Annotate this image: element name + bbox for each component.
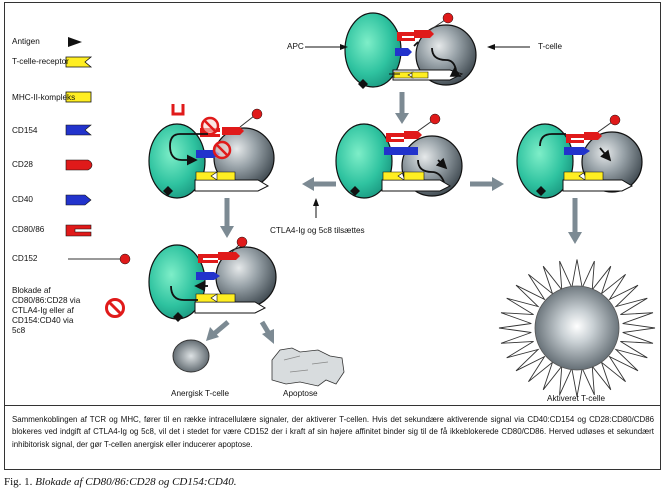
top-cell-pair bbox=[344, 12, 477, 89]
legend-antigen: Antigen bbox=[12, 37, 40, 46]
cd40-icon bbox=[65, 194, 92, 206]
legend-cd80: CD80/86 bbox=[12, 225, 45, 234]
antigen-icon bbox=[68, 37, 82, 47]
label-apc: APC bbox=[287, 42, 304, 51]
caption-divider bbox=[4, 405, 661, 406]
tcr-icon bbox=[65, 56, 93, 68]
label-anergic: Anergisk T-celle bbox=[171, 389, 230, 398]
legend-cd28: CD28 bbox=[12, 160, 33, 169]
cd80-icon bbox=[65, 224, 92, 237]
figure-number: Fig. 1. bbox=[4, 476, 33, 488]
label-apoptosis: Apoptose bbox=[283, 389, 318, 398]
cd28-icon bbox=[65, 159, 93, 171]
lower-left-cell-pair bbox=[148, 236, 277, 322]
legend-icons bbox=[65, 37, 131, 318]
cd152-icon bbox=[68, 253, 131, 265]
right-cell-pair bbox=[516, 114, 643, 199]
left-cell-pair bbox=[148, 104, 275, 199]
apc-cell bbox=[335, 123, 393, 199]
figure-description: Sammenkoblingen af TCR og MHC, fører til… bbox=[12, 415, 654, 449]
blockade-symbol bbox=[200, 116, 220, 136]
label-treatment: CTLA4-Ig og 5c8 tilsættes bbox=[270, 226, 365, 235]
cd154-icon bbox=[65, 124, 92, 136]
blockade-symbol bbox=[212, 140, 232, 160]
legend-blockade: Blokade af CD80/86:CD28 via CTLA4-Ig ell… bbox=[12, 286, 81, 335]
figure-caption: Fig. 1. Blokade af CD80/86:CD28 og CD154… bbox=[4, 476, 237, 488]
legend-tcr: T-celle-receptor bbox=[12, 57, 69, 66]
apoptosis-fragment bbox=[271, 347, 345, 387]
activated-tcell bbox=[498, 259, 656, 397]
middle-cell-pair bbox=[335, 113, 463, 199]
flow-arrows bbox=[206, 92, 582, 344]
label-activated: Aktiveret T-celle bbox=[547, 394, 606, 403]
legend-cd152: CD152 bbox=[12, 254, 38, 263]
legend-cd40: CD40 bbox=[12, 195, 33, 204]
blockade-icon bbox=[105, 298, 125, 318]
legend-mhc: MHC-II-kompleks bbox=[12, 93, 76, 102]
anergic-tcell bbox=[172, 339, 210, 373]
external-arrows bbox=[305, 44, 530, 218]
figure-frame bbox=[4, 2, 661, 470]
figure-title: Blokade af CD80/86:CD28 og CD154:CD40. bbox=[35, 476, 237, 488]
label-tcell: T-celle bbox=[538, 42, 563, 51]
legend-cd154: CD154 bbox=[12, 126, 38, 135]
apc-cell bbox=[516, 123, 574, 199]
mhc-icon bbox=[65, 91, 92, 103]
apc-cell bbox=[148, 123, 206, 199]
